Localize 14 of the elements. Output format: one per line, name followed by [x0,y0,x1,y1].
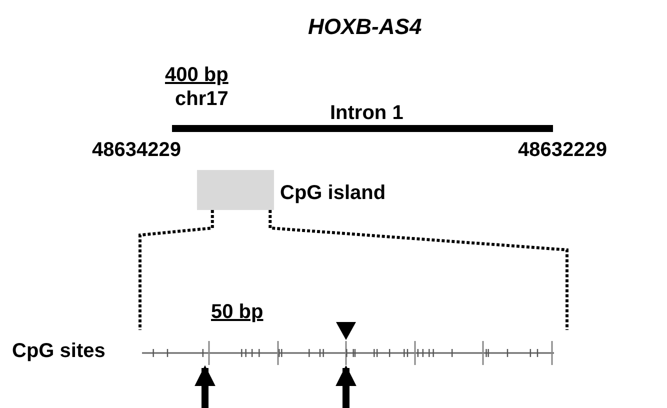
arrow [194,365,216,408]
scale-label: 50 bp [211,301,264,323]
cpg-island-box [197,170,274,210]
intron-label: Intron 1 [330,102,404,124]
arrow [336,365,356,408]
zoom-line [268,210,568,330]
coordinate-label: 48634229 [92,139,181,161]
gene-title: HOXB-AS4 [308,14,422,40]
region-label: CpG island [280,182,386,204]
track-label: CpG sites [12,340,106,362]
chromosome-label: chr17 [175,88,228,110]
coordinate-label: 48632229 [518,139,607,161]
zoom-line [138,210,214,330]
scale-label: 400 bp [165,64,228,86]
